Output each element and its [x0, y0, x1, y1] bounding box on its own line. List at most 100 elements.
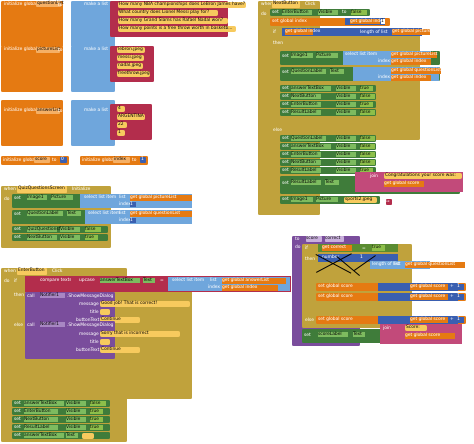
- property-dropdown[interactable]: Text: [67, 211, 81, 216]
- question-item[interactable]: How many Grand Slams has Rafael Nadal wo…: [118, 18, 228, 24]
- get-global-score[interactable]: get global score: [405, 333, 455, 339]
- make-list-block[interactable]: [71, 100, 115, 146]
- text-string[interactable]: Sorry that is incorrect: [100, 331, 180, 337]
- property-dropdown[interactable]: Text: [330, 69, 344, 74]
- component-dropdown[interactable]: answerTextBox: [100, 278, 140, 283]
- get-global-score[interactable]: get global score: [410, 294, 448, 300]
- number-block[interactable]: 1: [457, 294, 464, 300]
- question-list-init-block[interactable]: [1, 1, 63, 47]
- number-1[interactable]: 1: [381, 19, 385, 24]
- question-item[interactable]: How many NBA championships does LeBron J…: [118, 2, 246, 8]
- set-question-visible[interactable]: [280, 135, 376, 142]
- var-name-field[interactable]: answerList: [36, 108, 61, 114]
- get-global-score[interactable]: get global score: [384, 181, 424, 187]
- text-string[interactable]: [100, 309, 110, 315]
- make-list-block[interactable]: [71, 1, 115, 47]
- number-block[interactable]: 1: [457, 284, 464, 290]
- number-block[interactable]: 1: [457, 317, 464, 323]
- component-dropdown[interactable]: QuizQuestionsScreen: [27, 227, 74, 232]
- component-dropdown[interactable]: answerTextBox: [291, 144, 331, 149]
- property-dropdown[interactable]: Visible: [60, 235, 80, 240]
- param-field[interactable]: correct: [325, 236, 344, 242]
- length-of-list[interactable]: [370, 261, 430, 269]
- logic-false[interactable]: false: [360, 110, 375, 115]
- question-item[interactable]: How many points is a free throw worth in…: [118, 26, 236, 32]
- get-global-questionlist[interactable]: get global questionList: [130, 211, 192, 217]
- property-dropdown[interactable]: Visible: [60, 227, 80, 232]
- text-string[interactable]: [82, 433, 94, 439]
- property-dropdown[interactable]: Text: [66, 433, 78, 438]
- logic-true[interactable]: true: [360, 86, 373, 91]
- picture-item[interactable]: nadal.jpeg: [117, 63, 143, 69]
- set-result-visible[interactable]: [280, 109, 376, 116]
- component-dropdown[interactable]: NextButton: [27, 235, 57, 240]
- component-dropdown[interactable]: NextButton: [24, 417, 58, 422]
- text-string[interactable]: Continue: [100, 347, 140, 353]
- logic-true[interactable]: true: [90, 425, 103, 430]
- component-dropdown[interactable]: NextButton: [272, 1, 300, 8]
- component-dropdown[interactable]: ResultLabel: [291, 168, 321, 173]
- logic-true[interactable]: true: [90, 417, 103, 422]
- component-dropdown[interactable]: ResultLabel: [291, 110, 321, 115]
- property-dropdown[interactable]: Visible: [336, 102, 356, 107]
- property-dropdown[interactable]: Picture: [316, 53, 338, 58]
- component-dropdown[interactable]: EnterButton: [291, 102, 321, 107]
- property-dropdown[interactable]: Visible: [336, 160, 356, 165]
- logic-true[interactable]: true: [360, 102, 373, 107]
- get-global-index[interactable]: get global index: [391, 59, 431, 65]
- component-dropdown[interactable]: scoreLabel: [318, 332, 348, 337]
- set-result-visible[interactable]: [280, 167, 376, 174]
- text-string[interactable]: [100, 339, 110, 345]
- picture-item[interactable]: lebron.jpeg: [117, 47, 145, 53]
- get-global-score[interactable]: get global score: [410, 284, 448, 290]
- component-dropdown[interactable]: QuestionLabel: [27, 211, 63, 216]
- var-name-field[interactable]: questionList: [36, 1, 64, 7]
- answer-item[interactable]: 22: [117, 122, 127, 128]
- get-global-index[interactable]: get global index: [285, 29, 321, 35]
- component-dropdown[interactable]: NextButton: [291, 160, 321, 165]
- logic-false[interactable]: false: [90, 401, 106, 406]
- logic-false[interactable]: false: [360, 94, 375, 99]
- property-dropdown[interactable]: Visible: [66, 409, 86, 414]
- property-dropdown[interactable]: Text: [143, 278, 155, 283]
- get-global-questionlist[interactable]: get global questionList: [391, 68, 442, 74]
- question-item[interactable]: What country does Lionel Messi play for?: [118, 10, 218, 16]
- text-string[interactable]: Score:: [405, 325, 427, 331]
- get-global-index[interactable]: get global index: [222, 285, 278, 291]
- component-dropdown[interactable]: QuestionLabel: [291, 69, 326, 74]
- logic-true[interactable]: true: [360, 168, 373, 173]
- picture-item[interactable]: freethrow.jpeg: [117, 71, 150, 77]
- logic-false[interactable]: false: [360, 152, 375, 157]
- get-global-score[interactable]: get global score: [410, 317, 448, 323]
- component-dropdown[interactable]: Notifier1: [40, 293, 65, 298]
- component-dropdown[interactable]: QuestionLabel: [291, 136, 326, 141]
- property-dropdown[interactable]: Visible: [336, 110, 356, 115]
- answer-item[interactable]: ARGENTINA: [117, 114, 145, 120]
- set-result-visible[interactable]: [12, 424, 110, 431]
- component-dropdown[interactable]: ResultLabel: [291, 180, 321, 185]
- component-dropdown[interactable]: QuizQuestionsScreen: [17, 186, 67, 193]
- logic-false[interactable]: false: [360, 136, 375, 141]
- set-next-visible[interactable]: [280, 159, 376, 166]
- component-dropdown[interactable]: Image1: [291, 53, 313, 58]
- answer-item[interactable]: 1: [117, 130, 125, 136]
- set-enter-visible[interactable]: [280, 151, 376, 158]
- picture-list-init-block[interactable]: [1, 46, 63, 92]
- compare-block[interactable]: [282, 28, 422, 36]
- var-name-field[interactable]: pictureList: [36, 47, 61, 53]
- property-dropdown[interactable]: Visible: [336, 136, 356, 141]
- logic-true[interactable]: true: [372, 245, 385, 251]
- make-list-block[interactable]: [71, 46, 115, 92]
- component-dropdown[interactable]: answerTextBox: [291, 86, 331, 91]
- component-dropdown[interactable]: Image1: [27, 195, 47, 200]
- property-dropdown[interactable]: Visible: [66, 401, 86, 406]
- number-block[interactable]: 1: [130, 202, 136, 207]
- property-dropdown[interactable]: Visible: [66, 417, 86, 422]
- component-dropdown[interactable]: EnterButton: [291, 152, 321, 157]
- compare-block[interactable]: [318, 244, 398, 252]
- logic-false[interactable]: false: [360, 160, 375, 165]
- get-global-questionlist[interactable]: get global questionList: [405, 262, 465, 268]
- logic-true[interactable]: true: [85, 235, 98, 240]
- logic-false[interactable]: false: [351, 10, 367, 15]
- math-compare[interactable]: [318, 254, 398, 262]
